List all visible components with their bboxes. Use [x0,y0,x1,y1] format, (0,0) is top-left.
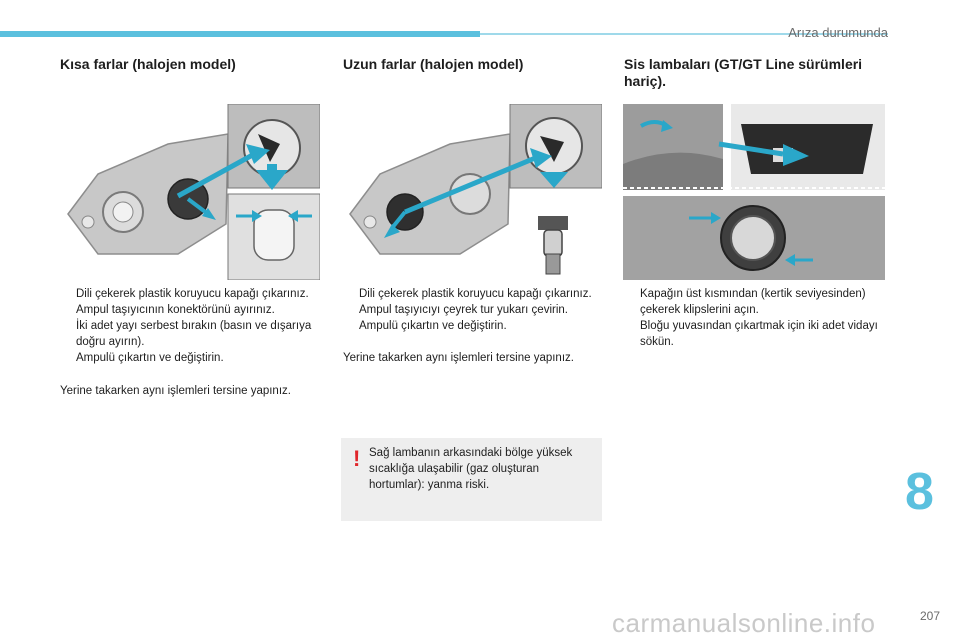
section-low-beam: Kısa farlar (halojen model) [60,56,310,73]
list-item: Bloğu yuvasından çıkartmak için iki adet… [640,320,878,348]
chapter-number: 8 [905,463,934,521]
list-item: Dili çekerek plastik koruyucu kapağı çık… [76,288,309,300]
list-item: Ampul taşıyıcının konektörünü ayırınız. [76,304,275,316]
page-number: 207 [919,609,940,623]
top-accent-line [480,33,888,35]
section-fog-lamp: Sis lambaları (GT/GT Line sürümleri hari… [624,56,886,90]
warning-icon: ! [353,446,361,471]
warning-text: Sağ lambanın arkasındaki bölge yüksek sı… [369,447,573,491]
list-item: İki adet yayı serbest bırakın (basın ve … [76,320,312,348]
chapter-title: Arıza durumunda [788,25,888,40]
list-item: Ampulü çıkartın ve değiştirin. [359,320,507,332]
section-high-beam: Uzun farlar (halojen model) [343,56,593,73]
section-heading: Uzun farlar (halojen model) [343,56,524,72]
high-beam-illustration [340,104,602,280]
fog-lamp-steps: Kapağın üst kısmından (kertik seviyesind… [624,286,890,350]
list-item: Ampul taşıyıcıyı çeyrek tur yukarı çevir… [359,304,568,316]
low-beam-note: Yerine takarken aynı işlemleri tersine y… [60,385,291,397]
fog-lamp-illustration [623,104,885,280]
section-heading: Sis lambaları (GT/GT Line sürümleri hari… [624,56,863,89]
list-item: Ampulü çıkartın ve değiştirin. [76,352,224,364]
list-item: Kapağın üst kısmından (kertik seviyesind… [640,288,866,316]
list-item: Dili çekerek plastik koruyucu kapağı çık… [359,288,592,300]
warning-box: ! Sağ lambanın arkasındaki bölge yüksek … [341,438,602,521]
high-beam-steps: Dili çekerek plastik koruyucu kapağı çık… [343,286,603,334]
low-beam-steps: Dili çekerek plastik koruyucu kapağı çık… [60,286,320,366]
section-heading: Kısa farlar (halojen model) [60,56,236,72]
low-beam-illustration [58,104,320,280]
watermark: carmanualsonline.info [612,608,876,638]
top-accent-bar [0,31,480,37]
high-beam-note: Yerine takarken aynı işlemleri tersine y… [343,352,574,364]
